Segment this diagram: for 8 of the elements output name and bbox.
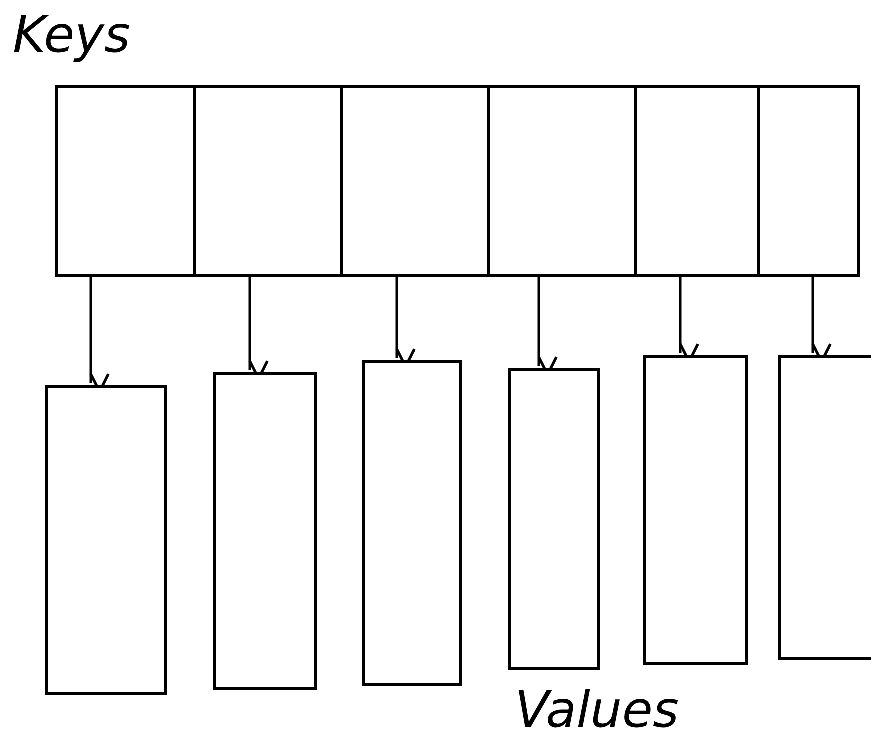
value-box	[778, 355, 871, 660]
value-box	[362, 360, 462, 686]
value-box	[643, 355, 748, 665]
values-label: Values	[515, 685, 680, 735]
value-box	[213, 372, 317, 690]
value-box	[45, 385, 167, 695]
array-heading: Keys	[13, 10, 130, 60]
value-box	[508, 368, 600, 670]
